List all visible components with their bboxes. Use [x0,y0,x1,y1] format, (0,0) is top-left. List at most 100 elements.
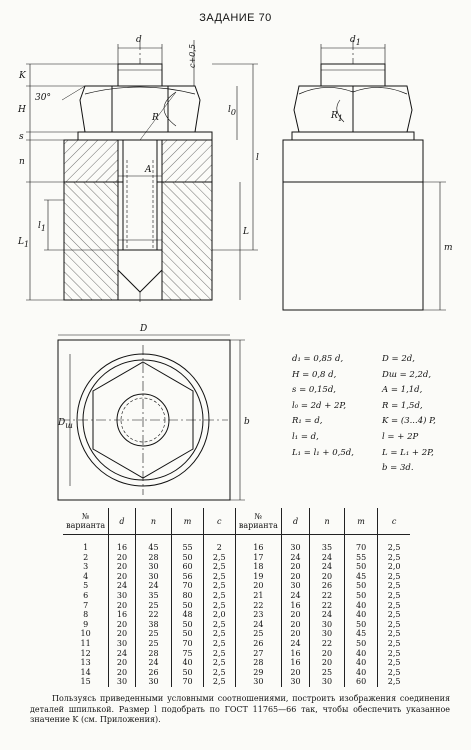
table-cell: 12 [63,648,110,659]
table-cell: 30 [135,571,173,582]
table-cell: 50 [171,629,204,639]
table-cell: 20 [108,667,136,678]
table-cell: 6 [63,590,110,601]
table-cell: 13 [63,658,110,668]
dim-c05: c+0,5 [188,44,197,68]
table-cell: 25 [135,629,173,639]
dim-K: K [18,71,27,81]
table-cell: 20 [108,619,136,630]
table-cell: 20 [309,648,345,659]
side-view [282,40,446,311]
table-cell: 24 [309,562,345,572]
table-cell: 25 [135,638,173,649]
table-cell: 20 [281,562,311,572]
table-cell: 2,5 [387,610,401,620]
table-cell: 11 [63,638,110,649]
table-cell: 2,5 [203,629,236,639]
table-cell: 26 [235,638,282,649]
table-cell: 20 [281,667,311,678]
dim-Dsh: Dш [57,418,73,430]
table-cell: 50 [344,619,379,630]
table-cell: 20 [108,658,136,668]
table-cell: 28 [135,648,173,659]
col-header: m [344,508,379,535]
table-cell: 21 [235,590,282,601]
table-cell: 2,5 [203,677,236,687]
table-cell: 24 [281,552,311,563]
table-cell: 17 [235,552,282,563]
table-cell: 70 [344,534,379,553]
table-cell: 14 [63,667,110,678]
table-cell: 24 [135,581,173,591]
table-cell: 45 [344,629,379,639]
table-cell: 20 [108,629,136,639]
table-cell: 26 [309,581,345,591]
table-cell: 40 [344,610,379,620]
col-header: c [203,508,236,535]
table-cell: 38 [135,619,173,630]
table-cell: 56 [171,571,204,582]
table-cell: 2,5 [387,667,401,677]
table-cell: 2,5 [387,590,401,600]
dim-s: s [19,132,24,142]
col-header: d [108,508,136,535]
table-cell: 25 [309,667,345,678]
table-cell: 20 [281,571,311,582]
col-header: c [377,508,410,535]
table-cell: 7 [63,600,110,611]
table-cell: 40 [344,648,379,659]
table-cell: 3 [63,562,110,572]
formula-row: b = 3d. [382,463,414,474]
table-cell: 22 [309,590,345,601]
table-cell: 25 [135,600,173,611]
dim-L1: L1 [17,237,29,249]
table-cell: 30 [281,534,311,553]
dim-D: D [139,324,147,334]
page-title: ЗАДАНИЕ 70 [199,12,272,24]
table-cell: 16 [281,658,311,668]
table-cell: 30 [309,619,345,630]
table-cell: 20 [108,562,136,572]
formula-row: d₁ = 0,85 d,D = 2d, [292,354,415,364]
dim-L: L [242,227,249,237]
table-cell: 2,5 [203,667,236,678]
table-cell: 1 [63,534,110,553]
dim-l: l [256,153,259,163]
table-cell: 70 [171,638,204,649]
table-cell: 2,5 [203,600,236,611]
table-cell: 60 [171,562,204,572]
formula-row: s = 0,15d,A = 1,1d, [292,385,423,396]
table-cell: 16 [281,600,311,611]
formula-row: l₀ = 2d + 2P,R = 1,5d, [292,400,423,411]
table-cell: 2,5 [387,638,401,648]
table-cell: 2,5 [203,648,236,659]
table-cell: 50 [171,619,204,630]
table-cell: 20 [281,629,311,639]
front-section-view [26,40,258,305]
col-header: № варианта [235,508,282,535]
table-cell: 2,5 [387,629,401,639]
dim-A: A [144,165,152,175]
table-cell: 5 [63,581,110,591]
table-cell: 8 [63,610,110,620]
table-cell: 50 [344,590,379,601]
formula-row: l₁ = d,l = + 2P [292,431,419,442]
table-cell: 30 [281,677,311,687]
table-cell: 2,5 [387,658,401,668]
table-cell: 2,0 [203,610,236,620]
dim-d: d [136,35,142,45]
col-header: d [281,508,311,535]
table-cell: 29 [235,667,282,678]
col-header: m [171,508,204,535]
table-header-row: № варианта d n m c № варианта d n m c [63,508,410,535]
table-cell: 80 [171,590,204,601]
formula-row: L₁ = l₁ + 0,5d,L = L₁ + 2P, [292,447,434,458]
